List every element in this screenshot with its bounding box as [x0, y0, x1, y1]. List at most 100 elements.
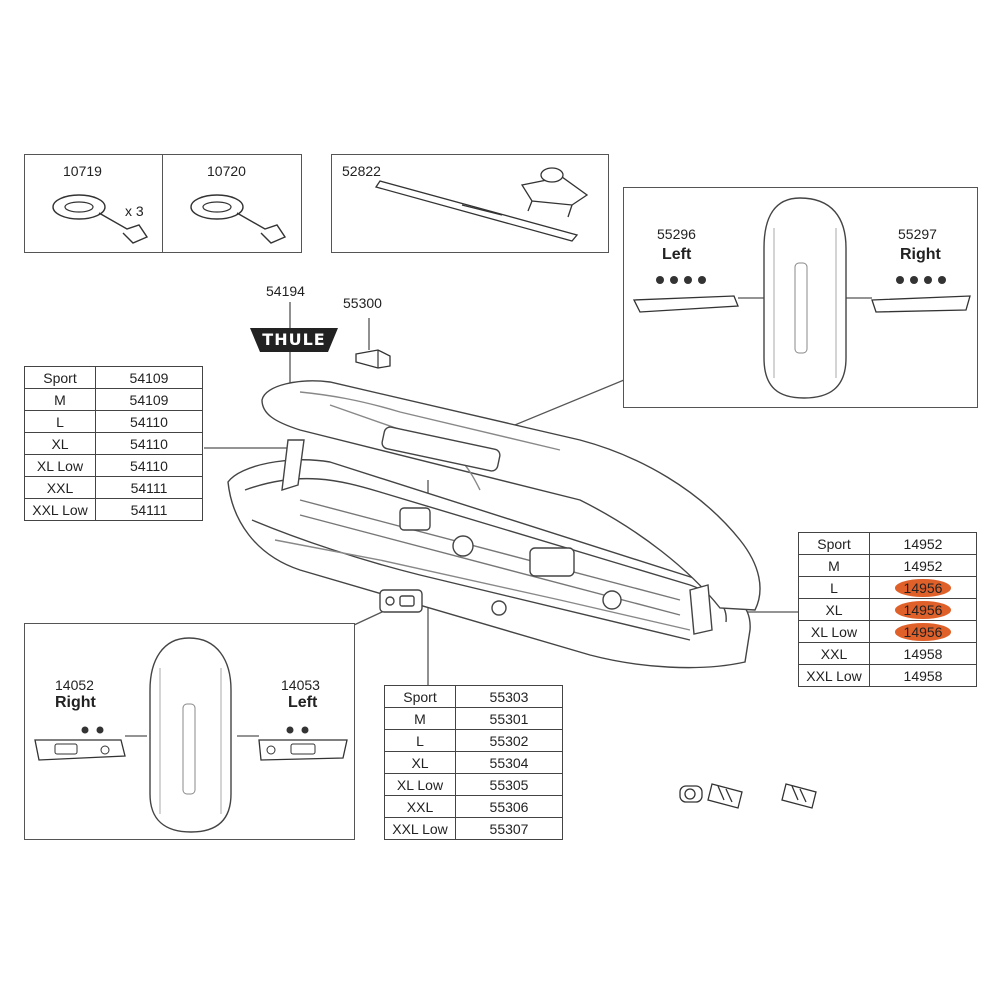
part-number-strap-b: 10720 — [207, 163, 246, 179]
mounting-rail-icon — [374, 167, 589, 242]
part-number-cell: 14952 — [869, 554, 977, 577]
part-number-cell: 55307 — [455, 817, 563, 840]
part-number-cell: 54110 — [95, 454, 203, 477]
part-number-cell: 55303 — [455, 685, 563, 708]
side-label-right: Right — [55, 694, 96, 711]
panel-divider — [162, 155, 163, 252]
size-cell: Sport — [798, 532, 870, 555]
part-number-cell: 54111 — [95, 498, 203, 521]
part-number-cell: 14958 — [869, 642, 977, 665]
lock-and-keys — [679, 783, 817, 809]
highlighted-part-number: 14956 — [894, 622, 952, 641]
part-number-cell: 55302 — [455, 729, 563, 752]
size-cell: XXL Low — [798, 664, 870, 687]
table-row: XL 14956 — [798, 598, 977, 621]
table-row: Sport 14952 — [798, 532, 977, 555]
table-row: XL Low 14956 — [798, 620, 977, 643]
roof-box-illustration — [227, 380, 761, 669]
size-cell: XL — [798, 598, 870, 621]
clip-icon — [355, 349, 391, 369]
side-label-right: Right — [900, 246, 941, 263]
rear-lock-detail-panel: 14052 Right 14053 Left — [24, 623, 355, 840]
size-cell: XL — [384, 751, 456, 774]
size-cell: XL Low — [384, 773, 456, 796]
part-number-cell: 54110 — [95, 410, 203, 433]
logo-text: THULE — [262, 330, 326, 349]
size-cell: XXL Low — [24, 498, 96, 521]
highlighted-part-number: 14956 — [894, 578, 952, 597]
hinge-detail-art — [632, 197, 971, 399]
part-number-cell: 55304 — [455, 751, 563, 774]
size-cell: XXL — [24, 476, 96, 499]
part-number-rear-left: 14053 — [281, 677, 320, 693]
part-number-hinge-left: 55296 — [657, 226, 696, 242]
right-parts-table: Sport 14952 M 14952 L 14956 XL 14956 XL Low 1… — [798, 532, 977, 687]
part-number-cell: 14952 — [869, 532, 977, 555]
thule-logo-badge: THULE — [248, 326, 340, 354]
part-number-rear-right: 14052 — [55, 677, 94, 693]
part-number-cell: 54109 — [95, 366, 203, 389]
part-number-cell: 14956 — [869, 620, 977, 643]
size-cell: L — [798, 576, 870, 599]
part-number-text: 14958 — [903, 667, 943, 684]
size-cell: XXL — [798, 642, 870, 665]
size-cell: XL Low — [798, 620, 870, 643]
part-number-mount: 52822 — [342, 163, 381, 179]
size-cell: M — [798, 554, 870, 577]
size-cell: M — [24, 388, 96, 411]
part-number-cell: 55306 — [455, 795, 563, 818]
part-number-text: 14952 — [903, 535, 943, 552]
part-number-cell: 14956 — [869, 598, 977, 621]
part-number-cell: 55305 — [455, 773, 563, 796]
part-number-hinge-right: 55297 — [898, 226, 937, 242]
strap-icon — [52, 194, 149, 244]
size-cell: Sport — [24, 366, 96, 389]
part-number-cell: 54109 — [95, 388, 203, 411]
part-number-clip: 55300 — [343, 295, 382, 311]
side-label-left: Left — [662, 246, 692, 263]
size-cell: XXL Low — [384, 817, 456, 840]
part-number-cell: 14958 — [869, 664, 977, 687]
highlighted-part-number: 14956 — [894, 600, 952, 619]
quantity-label: x 3 — [125, 203, 144, 219]
part-number-text: 14958 — [903, 645, 943, 662]
part-number-text: 14952 — [903, 557, 943, 574]
size-cell: XL — [24, 432, 96, 455]
size-cell: M — [384, 707, 456, 730]
logo-badge-shape — [250, 328, 338, 352]
part-number-cell: 14956 — [869, 576, 977, 599]
part-number-strap-a: 10719 — [63, 163, 102, 179]
strap-icon — [190, 194, 287, 244]
size-cell: L — [384, 729, 456, 752]
table-row: M 14952 — [798, 554, 977, 577]
part-number-cell: 54110 — [95, 432, 203, 455]
size-cell: XL Low — [24, 454, 96, 477]
size-cell: XXL — [384, 795, 456, 818]
side-label-left: Left — [288, 694, 318, 711]
hinge-detail-panel: 55296 Left 55297 Right — [623, 187, 978, 408]
rear-lock-art — [34, 637, 348, 833]
strap-kit-panel: 10719 x 3 10720 — [24, 154, 302, 253]
size-cell: L — [24, 410, 96, 433]
table-row: XXL 14958 — [798, 642, 977, 665]
part-number-logo: 54194 — [266, 283, 305, 299]
table-row: XXL Low 14958 — [798, 664, 977, 687]
mount-kit-panel: 52822 — [331, 154, 609, 253]
part-number-cell: 55301 — [455, 707, 563, 730]
part-number-cell: 54111 — [95, 476, 203, 499]
